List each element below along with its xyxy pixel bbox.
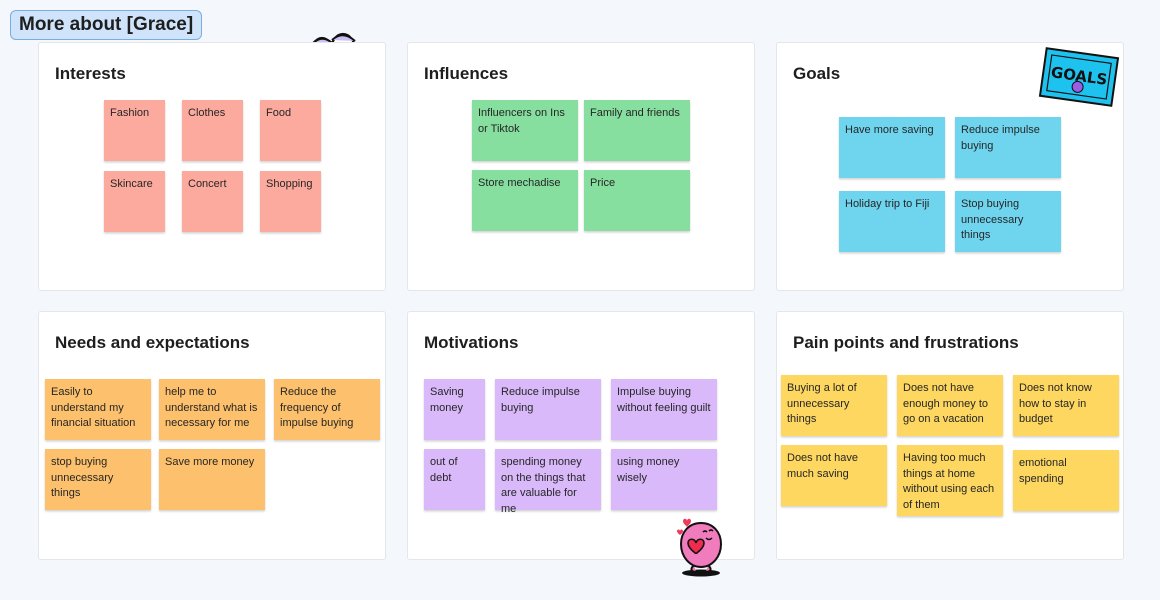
sticky-note[interactable]: Having too much things at home without u… <box>897 445 1003 516</box>
section-title: Influences <box>424 64 509 83</box>
sticky-note[interactable]: Save more money <box>159 449 265 510</box>
sticky-note[interactable]: Fashion <box>104 100 165 161</box>
board-title[interactable]: More about [Grace] <box>10 10 203 40</box>
sticky-note[interactable]: Food <box>260 100 321 161</box>
sticky-note[interactable]: emotional spending <box>1013 450 1119 511</box>
sticky-note[interactable]: Buying a lot of unnecessary things <box>781 375 887 436</box>
sticky-note[interactable]: Saving money <box>424 379 485 440</box>
section-title: Motivations <box>424 333 519 352</box>
sticky-note[interactable]: Impulse buying without feeling guilt <box>611 379 717 440</box>
sticky-note[interactable]: Easily to understand my financial situat… <box>45 379 151 440</box>
sticky-note[interactable]: Clothes <box>182 100 243 161</box>
sticky-note[interactable]: Skincare <box>104 171 165 232</box>
section-title: Needs and expectations <box>55 333 250 352</box>
sticky-note[interactable]: Stop buying unnecessary things <box>955 191 1061 252</box>
sticky-note[interactable]: Holiday trip to Fiji <box>839 191 945 252</box>
goals-badge-icon: GOALS <box>1038 47 1120 107</box>
sticky-note[interactable]: Reduce impulse buying <box>495 379 601 440</box>
sticky-note[interactable]: Reduce impulse buying <box>955 117 1061 178</box>
section-title: Interests <box>55 64 126 83</box>
section-title: Goals <box>793 64 841 83</box>
sticky-note[interactable]: out of debt <box>424 449 485 510</box>
sticky-note[interactable]: Does not have much saving <box>781 445 887 506</box>
sticky-note[interactable]: help me to understand what is necessary … <box>159 379 265 440</box>
sticky-note[interactable]: Have more saving <box>839 117 945 178</box>
sticky-note[interactable]: Does not know how to stay in budget <box>1013 375 1119 436</box>
sticky-note[interactable]: Does not have enough money to go on a va… <box>897 375 1003 436</box>
heart-character-icon <box>677 518 723 577</box>
section-title: Pain points and frustrations <box>793 333 1019 352</box>
sticky-note[interactable]: Shopping <box>260 171 321 232</box>
section-interests: Interests <box>38 42 386 291</box>
section-influences: Influences <box>407 42 755 291</box>
sticky-note[interactable]: stop buying unnecessary things <box>45 449 151 510</box>
sticky-note[interactable]: using money wisely <box>611 449 717 510</box>
sticky-note[interactable]: spending money on the things that are va… <box>495 449 601 515</box>
sticky-note[interactable]: Family and friends <box>584 100 690 161</box>
sticky-note[interactable]: Price <box>584 170 690 231</box>
sticky-note[interactable]: Concert <box>182 171 243 232</box>
sticky-note[interactable]: Influencers on Ins or Tiktok <box>472 100 578 161</box>
sticky-note[interactable]: Store mechadise <box>472 170 578 231</box>
sticky-note[interactable]: Reduce the frequency of impulse buying <box>274 379 380 440</box>
